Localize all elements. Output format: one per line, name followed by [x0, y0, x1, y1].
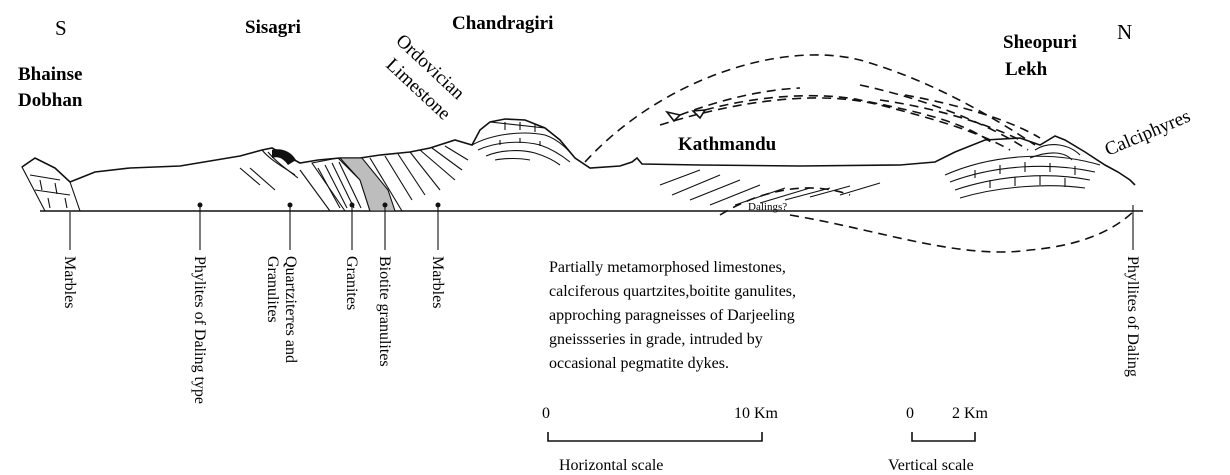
vertical-scale-start: 0: [906, 405, 914, 422]
chandragiri-synform: [471, 121, 576, 166]
rock-label-phyllites-daling-type: Phylites of Daling type: [191, 256, 208, 404]
horizontal-scale-start: 0: [542, 405, 550, 422]
place-bhainse: Bhainse: [18, 64, 82, 85]
description-line: calciferous quartzites,boitite ganulites…: [549, 283, 796, 300]
place-kathmandu: Kathmandu: [678, 134, 777, 155]
description-line: approching paragneisses of Darjeeling: [549, 307, 795, 324]
label-leaders: [69, 202, 1134, 250]
north-label: N: [1117, 20, 1132, 44]
description-line: Partially metamorphosed limestones,: [549, 259, 786, 276]
dalings-label: Dalings?: [748, 201, 787, 213]
south-label: S: [55, 16, 67, 40]
place-lekh: Lekh: [1005, 59, 1048, 80]
place-sisagri: Sisagri: [245, 17, 301, 38]
rock-label-quartzites: Quartziteтes and: [282, 256, 299, 363]
rock-label-marbles-center: Marbles: [429, 256, 446, 308]
rock-label-biotite-granulites: Biotite granulites: [376, 256, 393, 367]
limestone-striped-unit: [369, 145, 469, 212]
rock-label-phyllites-daling-right: Phyllites of Daling: [1124, 256, 1141, 377]
calciphyres-label: Calciphyres: [1102, 106, 1194, 161]
kathmandu-basin-striations: [659, 169, 881, 206]
place-chandragiri: Chandragiri: [452, 13, 553, 34]
vertical-scale: 0 2 Km Vertical scale: [888, 405, 989, 474]
vertical-scale-caption: Vertical scale: [888, 457, 974, 474]
description-line: occasional pegmatite dykes.: [549, 355, 729, 372]
sheopuri-synform: [944, 144, 1101, 199]
rock-label-marbles-left: Marbles: [61, 256, 78, 308]
description-block: Partially metamorphosed limestones, calc…: [549, 259, 796, 372]
rock-label-granites: Granites: [343, 256, 360, 310]
place-sheopuri: Sheopuri: [1003, 32, 1077, 53]
vertical-scale-end: 2 Km: [952, 405, 989, 422]
topographic-profile: [21, 118, 1136, 186]
horizontal-scale-end: 10 Km: [734, 405, 779, 422]
horizontal-scale: 0 10 Km Horizontal scale: [542, 405, 779, 474]
place-dobhan: Dobhan: [18, 90, 83, 111]
fold-traces: [584, 54, 1136, 253]
biotite-granulite-unit: [338, 157, 396, 212]
horizontal-scale-caption: Horizontal scale: [559, 457, 663, 474]
description-line: gneissseries in grade, intruded by: [549, 331, 763, 348]
marbles-left-unit: [21, 157, 81, 212]
rock-label-granulites: Granulites: [264, 256, 281, 323]
quartzite-fold-unit: [239, 149, 331, 212]
